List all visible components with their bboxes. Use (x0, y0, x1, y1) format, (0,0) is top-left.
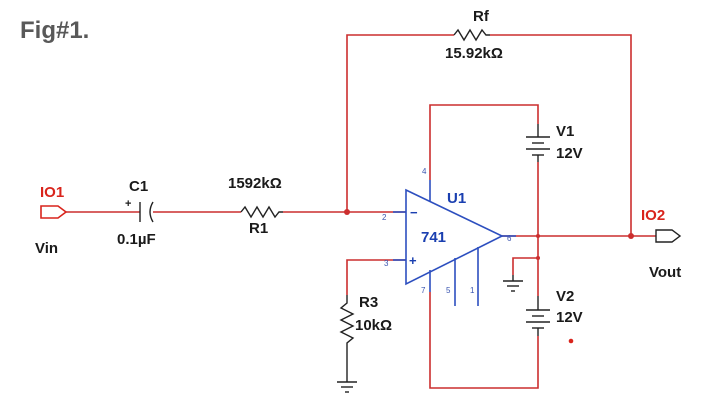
input-port-label: Vin (35, 240, 58, 257)
wire-vminus-v2 (429, 292, 539, 389)
rf-zigzag (453, 28, 490, 42)
wire-noninv-r3 (346, 259, 406, 295)
pin-4-number: 4 (422, 167, 427, 176)
stray-marker-dot (568, 338, 574, 344)
pin-3-number: 3 (384, 259, 389, 268)
output-port-arrow-icon (655, 229, 682, 243)
junction-dot (628, 233, 634, 239)
v2-value: 12V (556, 309, 583, 326)
capacitor-c1[interactable]: C1 + 0.1µF (117, 178, 156, 248)
junction-dot (536, 256, 540, 260)
output-port-io2[interactable]: IO2 Vout (641, 207, 681, 281)
v1-value: 12V (556, 145, 583, 162)
output-port-label: Vout (649, 264, 681, 281)
pin-2-number: 2 (382, 213, 387, 222)
wires (66, 34, 656, 389)
noninverting-input-sign: + (409, 253, 417, 268)
u1-model: 741 (421, 229, 446, 246)
wire-feedback-left (346, 34, 454, 212)
pin-6-number: 6 (507, 234, 512, 243)
c1-name: C1 (129, 178, 148, 195)
c1-polarity: + (125, 198, 131, 210)
figure-title: Fig#1. (20, 17, 89, 44)
r3-name: R3 (359, 294, 378, 311)
junctions (344, 209, 634, 344)
capacitor-curved-plate (149, 201, 154, 223)
resistor-rf[interactable]: Rf 15.92kΩ (445, 8, 503, 62)
pin-7-number: 7 (421, 286, 426, 295)
pin-1-number: 1 (470, 286, 475, 295)
input-port-name: IO1 (40, 184, 64, 201)
output-port-name: IO2 (641, 207, 665, 224)
opamp-u1[interactable]: 2 3 4 7 5 1 6 − + U1 741 (382, 167, 516, 306)
c1-value: 0.1µF (117, 231, 156, 248)
resistor-r3[interactable]: R3 10kΩ (339, 294, 392, 382)
rf-name: Rf (473, 8, 490, 25)
r1-zigzag (240, 205, 283, 219)
r3-zigzag (339, 295, 355, 382)
v2-name: V2 (556, 288, 574, 305)
wire-vplus-v1 (429, 104, 539, 180)
ground-supply-icon (503, 275, 523, 292)
wire-supply-ground (512, 257, 538, 275)
wire-feedback-right (490, 34, 632, 236)
battery-v2[interactable]: V2 12V (526, 288, 583, 336)
junction-dot (344, 209, 350, 215)
r1-value: 1592kΩ (228, 175, 282, 192)
r3-value: 10kΩ (355, 317, 392, 334)
rf-value: 15.92kΩ (445, 45, 503, 62)
inverting-input-sign: − (410, 205, 418, 220)
battery-v1[interactable]: V1 12V (526, 123, 583, 162)
input-port-arrow-icon (40, 205, 68, 219)
u1-name: U1 (447, 190, 466, 207)
junction-dot (536, 234, 540, 238)
opamp-triangle (405, 188, 504, 286)
input-port-io1[interactable]: IO1 Vin (35, 184, 68, 257)
ground-r3-icon (337, 381, 357, 393)
pin-5-number: 5 (446, 286, 451, 295)
resistor-r1[interactable]: 1592kΩ R1 (228, 175, 283, 237)
v1-name: V1 (556, 123, 574, 140)
r1-name: R1 (249, 220, 268, 237)
